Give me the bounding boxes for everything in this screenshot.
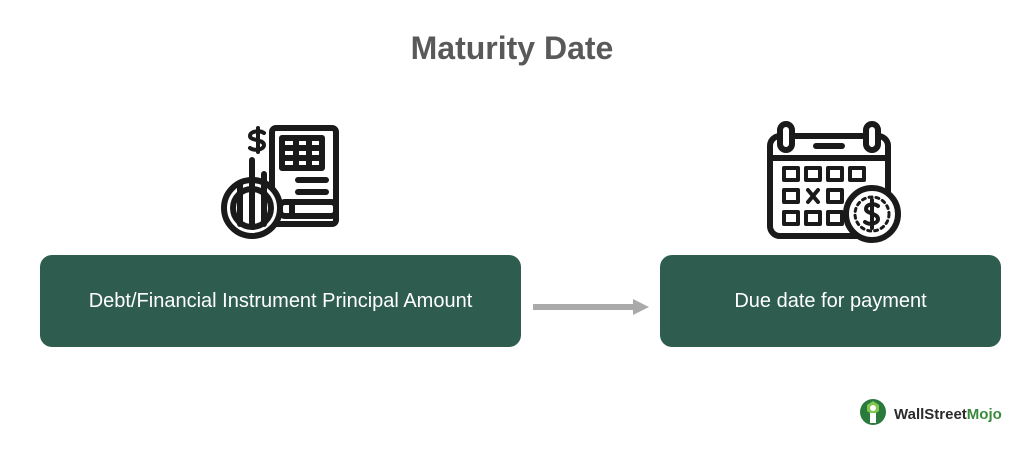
logo-text-mojo: Mojo — [966, 406, 1002, 423]
diagram-title: Maturity Date — [410, 30, 614, 66]
calendar-dollar-icon — [762, 120, 904, 245]
logo-mark-icon — [858, 397, 888, 432]
due-date-box: Due date for payment — [660, 255, 1001, 347]
debt-principal-label: Debt/Financial Instrument Principal Amou… — [88, 289, 473, 312]
debt-principal-box: Debt/Financial Instrument Principal Amou… — [40, 255, 521, 347]
wallstreetmojo-logo: WallStreetMojo — [858, 397, 1002, 432]
logo-text-wallstreet: WallStreet — [894, 406, 967, 423]
financial-report-magnifier-icon — [218, 122, 344, 244]
arrow-right-icon — [531, 296, 651, 323]
due-date-label: Due date for payment — [734, 289, 927, 312]
